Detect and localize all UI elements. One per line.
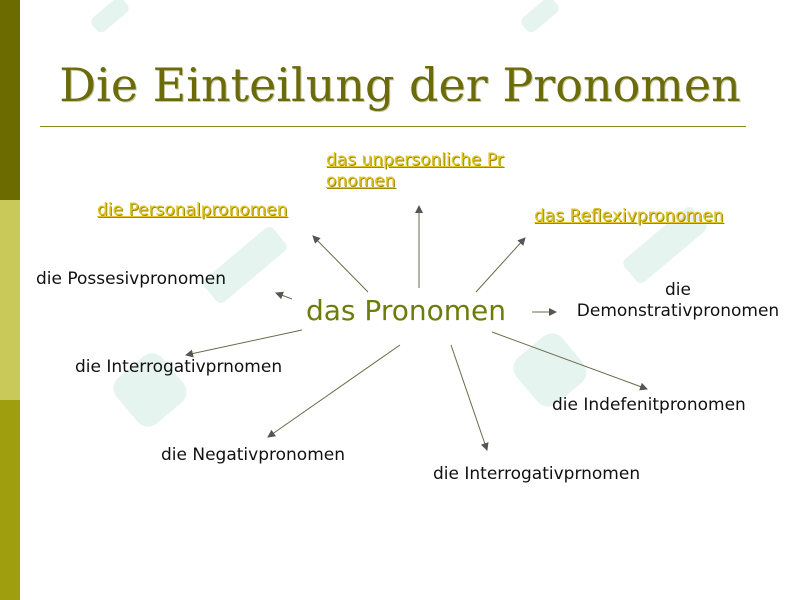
- arrow-to-indefinit: [491, 331, 648, 391]
- side-bar-top: [0, 0, 20, 200]
- node-possesivpronomen: die Possesivpronomen: [36, 269, 227, 289]
- center-node: das Pronomen: [306, 294, 506, 327]
- title-rule: [40, 126, 746, 127]
- arrow-to-personal: [312, 235, 369, 293]
- node-demonstrativ-line2: Demonstrativpronomen: [576, 301, 780, 321]
- link-reflexivpronomen[interactable]: das Reflexivpronomen: [534, 206, 724, 226]
- arrow-to-interrogativ-left: [185, 329, 303, 358]
- link-personalpronomen[interactable]: die Personalpronomen: [97, 200, 288, 220]
- node-indefinitpronomen: die Indefenitpronomen: [552, 395, 746, 415]
- arrow-to-interrogativ-bottom: [450, 344, 489, 451]
- arrow-to-possesiv: [275, 291, 293, 300]
- link-unpersonliche-line2: onomen: [326, 171, 396, 191]
- side-bar-bottom: [0, 400, 20, 600]
- link-unpersonliche-line1: das unpersonliche Pr: [326, 150, 504, 170]
- arrow-to-negativ: [267, 344, 401, 438]
- node-demonstrativpronomen: die Demonstrativpronomen: [565, 280, 791, 322]
- node-interrogativ-left: die Interrogativprnomen: [75, 357, 283, 377]
- node-interrogativ-bottom: die Interrogativprnomen: [433, 464, 641, 484]
- slide-title: Die Einteilung der Pronomen: [59, 58, 741, 112]
- node-demonstrativ-line1: die: [665, 280, 691, 300]
- link-unpersonliche-pronomen[interactable]: das unpersonliche Pr onomen: [326, 150, 504, 192]
- side-bar-middle: [0, 200, 20, 400]
- node-negativpronomen: die Negativpronomen: [161, 445, 345, 465]
- arrow-to-reflexiv: [475, 237, 526, 293]
